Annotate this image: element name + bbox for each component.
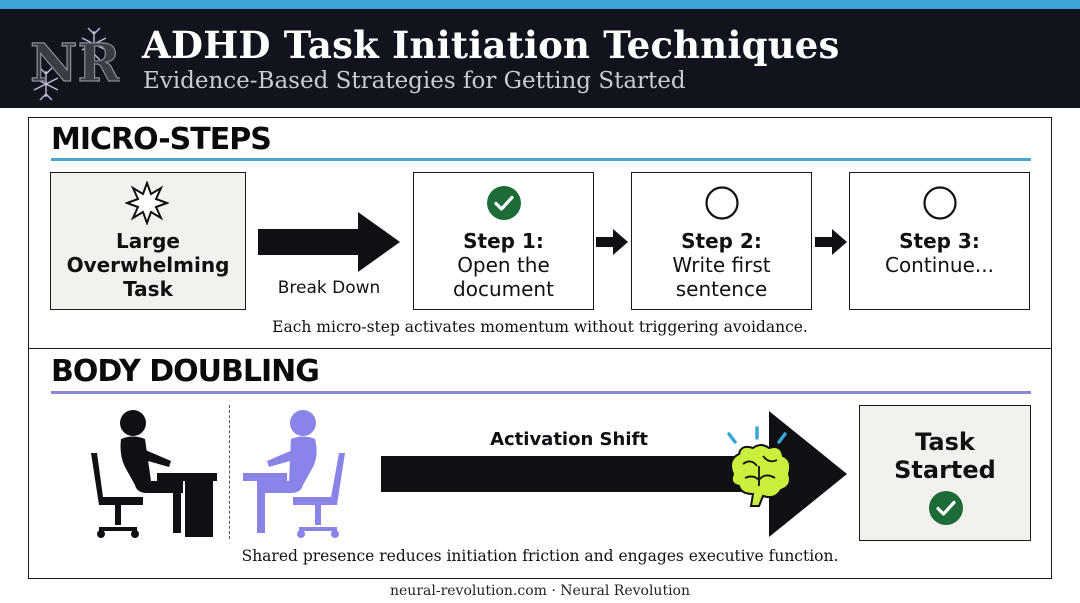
task-started-line1: Task — [915, 428, 975, 456]
activation-shift-arrow — [379, 409, 849, 539]
check-circle-icon — [928, 490, 964, 526]
burst-icon — [125, 181, 169, 225]
svg-text:NR: NR — [30, 33, 120, 94]
step-2-line2: sentence — [675, 277, 768, 301]
large-task-line2: Overwhelming — [66, 253, 230, 277]
micro-steps-rule — [51, 158, 1031, 161]
body-doubling-rule — [51, 391, 1031, 394]
step-2-title: Step 2: — [681, 229, 762, 253]
body-doubling-caption: Shared presence reduces initiation frict… — [241, 547, 839, 565]
step-3-line1: Continue... — [884, 253, 994, 277]
break-down-label: Break Down — [277, 278, 381, 298]
step-3-box: Step 3: Continue... — [849, 172, 1030, 310]
micro-steps-caption: Each micro-step activates momentum witho… — [272, 318, 808, 336]
large-task-line3: Task — [123, 277, 173, 301]
person-at-desk-icon — [241, 409, 353, 539]
step-3-title: Step 3: — [899, 229, 980, 253]
logo-icon: NR — [24, 23, 120, 103]
micro-steps-panel: MICRO-STEPS Large Overwhelming Task Brea… — [28, 117, 1052, 350]
large-task-box: Large Overwhelming Task — [50, 172, 246, 310]
body-doubling-heading: BODY DOUBLING — [51, 354, 320, 389]
step-1-line2: document — [453, 277, 554, 301]
step-1-title: Step 1: — [463, 229, 544, 253]
brain-icon — [719, 424, 799, 512]
empty-circle-icon — [704, 185, 740, 221]
empty-circle-icon — [922, 185, 958, 221]
micro-steps-heading: MICRO-STEPS — [51, 122, 272, 157]
top-accent-bar — [0, 0, 1080, 9]
activation-shift-label: Activation Shift — [490, 429, 648, 450]
large-task-line1: Large — [116, 229, 180, 253]
page-title: ADHD Task Initiation Techniques — [142, 23, 840, 67]
body-doubling-panel: BODY DOUBLING — [28, 348, 1052, 579]
step-arrow-2 — [815, 229, 847, 255]
task-started-line2: Started — [894, 456, 996, 484]
footer-credit: neural-revolution.com · Neural Revolutio… — [390, 583, 690, 599]
person-at-desk-icon — [85, 409, 221, 539]
step-1-line1: Open the — [457, 253, 550, 277]
check-circle-icon — [486, 185, 522, 221]
page-subtitle: Evidence-Based Strategies for Getting St… — [143, 68, 686, 94]
task-started-box: Task Started — [859, 405, 1031, 541]
divider-dashed — [229, 405, 230, 539]
step-arrow-1 — [596, 229, 628, 255]
header: NR ADHD Task Initiation Techniques Evide… — [0, 9, 1080, 108]
break-down-arrow — [258, 212, 400, 272]
step-2-line1: Write first — [672, 253, 771, 277]
step-1-box: Step 1: Open the document — [413, 172, 594, 310]
step-2-box: Step 2: Write first sentence — [631, 172, 812, 310]
